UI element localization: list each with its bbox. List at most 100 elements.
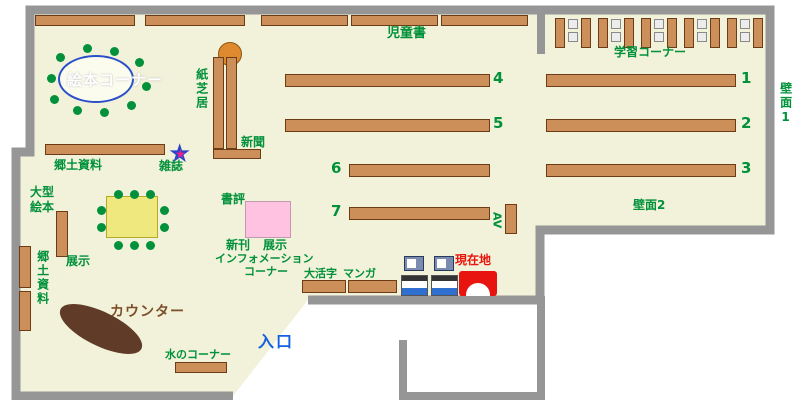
bookshelf-left-wall-1 [19, 246, 31, 288]
magazine-star-marker: ★ ★ [168, 141, 194, 167]
chair-dot [130, 241, 139, 250]
label-ehon-corner: 絵本コーナー [67, 71, 164, 89]
bookshelf-row-5 [285, 119, 490, 132]
chair-dot [114, 190, 123, 199]
study-chair [740, 19, 750, 29]
shelf-number-1: 1 [741, 69, 752, 87]
label-shinkan: 新刊 [226, 238, 251, 252]
bookshelf-kyodo-top [45, 144, 165, 155]
wall-vestibule-right [537, 296, 545, 400]
label-kyodo-left: 郷土資料 [35, 250, 50, 306]
label-genzaichi: 現在地 [455, 253, 492, 267]
study-desk [581, 18, 591, 48]
opac-terminal [434, 256, 454, 271]
label-kamishibai: 紙芝居 [194, 68, 209, 110]
study-desk [684, 18, 694, 48]
chair-dot [146, 190, 155, 199]
new-arrivals-display [245, 201, 291, 238]
water-corner-shelf [175, 362, 227, 373]
star-icon: ★ [175, 147, 186, 161]
bookshelf-top-4 [351, 15, 438, 26]
copy-machine [431, 275, 458, 296]
chair-dot [50, 95, 59, 104]
bookshelf-row-3 [546, 164, 736, 177]
kids-square-table [106, 196, 158, 238]
chair-dot [160, 206, 169, 215]
chair-dot [47, 74, 56, 83]
study-desk [753, 18, 763, 48]
study-chair [568, 19, 578, 29]
study-chair [697, 19, 707, 29]
bookshelf-kamishibai-1 [213, 57, 224, 149]
chair-dot [73, 106, 82, 115]
study-chair [740, 32, 750, 42]
wall-vestibule-left [399, 340, 407, 400]
bookshelf-row-7 [349, 207, 490, 220]
label-zasshi: 雑誌 [159, 159, 184, 173]
opac-terminal [404, 256, 424, 271]
chair-dot [160, 223, 169, 232]
shelf-number-4: 4 [493, 69, 504, 87]
shelf-number-6: 6 [331, 159, 342, 177]
label-info-2: コーナー [244, 265, 288, 278]
label-hekimen2: 壁面2 [633, 198, 666, 212]
chair-dot [97, 223, 106, 232]
bookshelf-row-2 [546, 119, 736, 132]
chair-dot [100, 108, 109, 117]
study-desk [710, 18, 720, 48]
chair-dot [56, 53, 65, 62]
screen [407, 259, 416, 268]
bookshelf-kamishibai-2 [226, 57, 237, 149]
copy-machine [401, 275, 428, 296]
shelf-number-5: 5 [493, 114, 504, 132]
study-chair [654, 19, 664, 29]
label-info-1: インフォメーション [215, 252, 314, 265]
shelf-number-3: 3 [741, 159, 752, 177]
wall-outline [11, 5, 775, 400]
av-shelf [505, 204, 517, 234]
chair-dot [97, 206, 106, 215]
bookshelf-top-2 [145, 15, 245, 26]
label-shinbun: 新聞 [241, 135, 266, 149]
bookshelf-daikatsuji [302, 280, 346, 293]
kids-oval-table [58, 55, 134, 103]
bookshelf-left-wall-2 [19, 291, 31, 331]
chair-dot [83, 44, 92, 53]
study-desk [641, 18, 651, 48]
label-mizu-corner: 水のコーナー [165, 348, 231, 361]
label-jidosho: 児童書 [387, 26, 427, 41]
bookshelf-manga [348, 280, 397, 293]
label-counter: カウンター [110, 304, 185, 320]
study-chair [611, 19, 621, 29]
bookshelf-row-1 [546, 74, 736, 87]
wall-divider-top-right [537, 8, 545, 54]
label-gakushu-corner: 学習コーナー [614, 45, 687, 59]
study-chair [611, 32, 621, 42]
label-kyodo-top: 郷土資料 [54, 158, 103, 172]
chair-dot [142, 82, 151, 91]
newspaper-rack [213, 149, 261, 159]
chair-dot [135, 58, 144, 67]
star-icon: ★ [168, 139, 192, 169]
bookshelf-top-1 [35, 15, 135, 26]
marker-arc [466, 283, 490, 296]
screen [437, 259, 446, 268]
chair-dot [146, 241, 155, 250]
study-desk [598, 18, 608, 48]
bookshelf-top-3 [261, 15, 348, 26]
label-shohyo: 書評 [221, 192, 246, 206]
label-hekimen1: 壁面1 [778, 82, 793, 126]
chair-dot [127, 101, 136, 110]
label-daikatsuji: 大活字 [304, 267, 337, 280]
label-tenji-display: 展示 [263, 238, 288, 252]
bookshelf-row-4 [285, 74, 490, 87]
label-ogata-ehon-2: 絵本 [30, 200, 55, 214]
floor-area [16, 10, 770, 396]
study-chair [697, 32, 707, 42]
shelf-number-2: 2 [741, 114, 752, 132]
study-desk [727, 18, 737, 48]
label-entrance: 入口 [258, 332, 295, 351]
study-desk [555, 18, 565, 48]
